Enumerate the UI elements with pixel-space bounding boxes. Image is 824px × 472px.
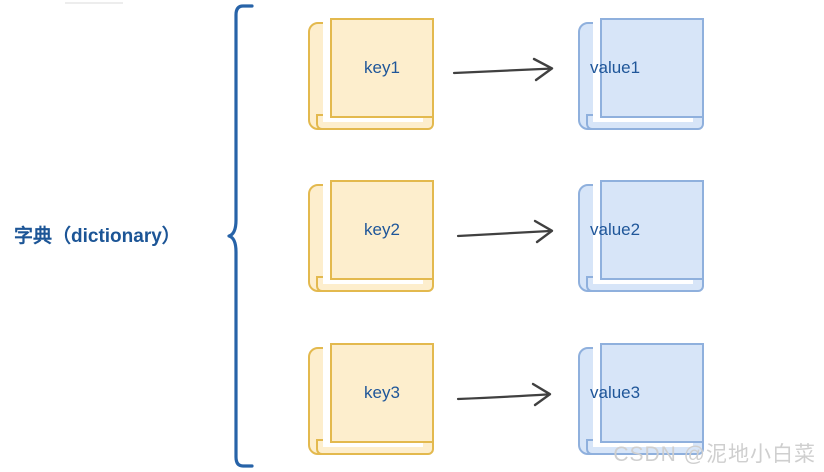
book-gutter xyxy=(323,180,331,284)
book-gutter-bottom xyxy=(593,279,693,284)
dictionary-title-label: 字典（dictionary） xyxy=(14,226,181,247)
book-front-page xyxy=(330,180,434,280)
book-front-page xyxy=(600,180,704,280)
csdn-watermark: CSDN @泥地小白菜 xyxy=(613,443,816,466)
book-gutter xyxy=(593,18,601,122)
book-front-page xyxy=(330,343,434,443)
book-gutter-bottom xyxy=(323,117,423,122)
book-gutter-bottom xyxy=(323,279,423,284)
arrow-right-icon-1 xyxy=(452,56,564,86)
book-front-page xyxy=(600,343,704,443)
book-gutter-bottom xyxy=(323,442,423,447)
arrow-right-icon-3 xyxy=(456,381,568,411)
value-book-1: value1 xyxy=(578,18,711,136)
book-gutter xyxy=(593,343,601,447)
book-front-page xyxy=(330,18,434,118)
key-book-2: key2 xyxy=(308,180,441,298)
value-book-3: value3 xyxy=(578,343,711,461)
key-book-3: key3 xyxy=(308,343,441,461)
arrow-right-icon-2 xyxy=(456,218,568,248)
top-divider-line xyxy=(65,2,123,4)
book-gutter xyxy=(323,343,331,447)
key-book-1: key1 xyxy=(308,18,441,136)
book-gutter xyxy=(323,18,331,122)
book-gutter-bottom xyxy=(593,442,693,447)
book-gutter xyxy=(593,180,601,284)
book-front-page xyxy=(600,18,704,118)
value-book-2: value2 xyxy=(578,180,711,298)
curly-brace-icon xyxy=(226,2,256,470)
book-gutter-bottom xyxy=(593,117,693,122)
